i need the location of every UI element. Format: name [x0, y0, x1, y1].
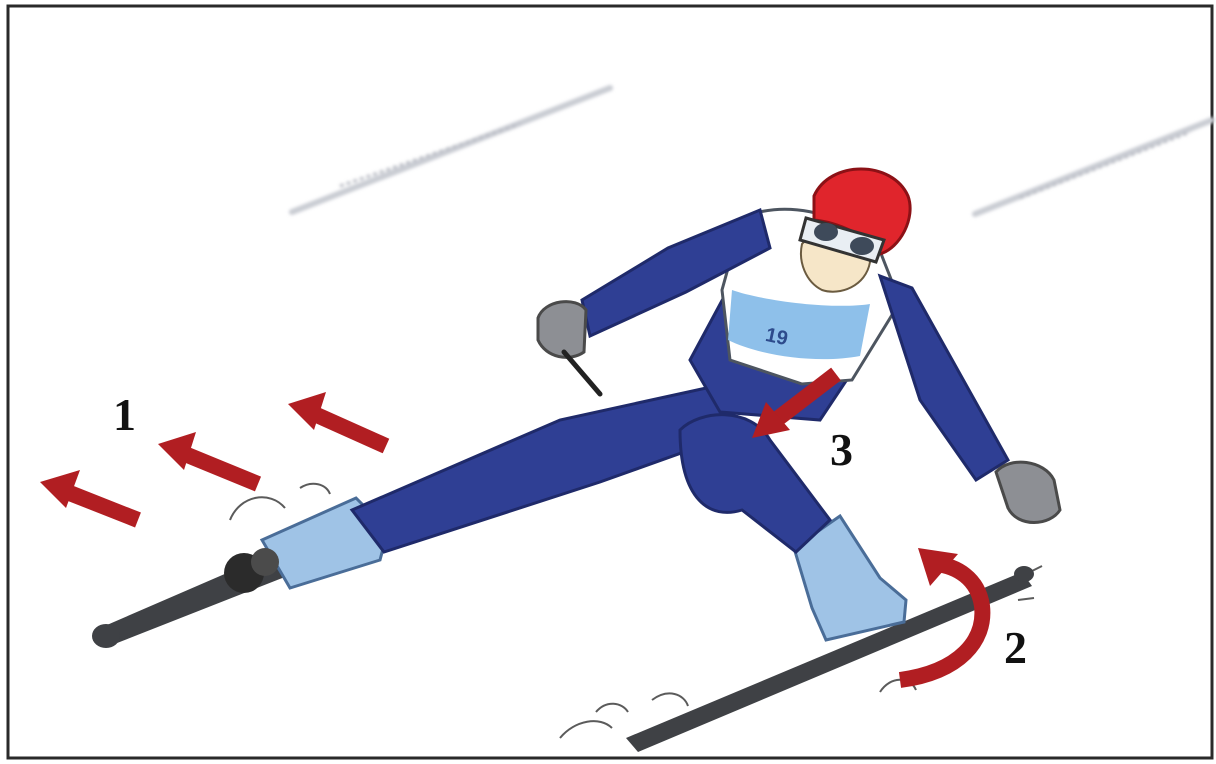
label-arrow-group-1: 1: [113, 392, 136, 438]
label-arrow-3: 3: [830, 427, 853, 473]
figure-border: [8, 6, 1212, 758]
bib-number: 19: [763, 324, 790, 351]
left-glove: [538, 302, 586, 358]
label-arrow-2: 2: [1004, 625, 1027, 671]
